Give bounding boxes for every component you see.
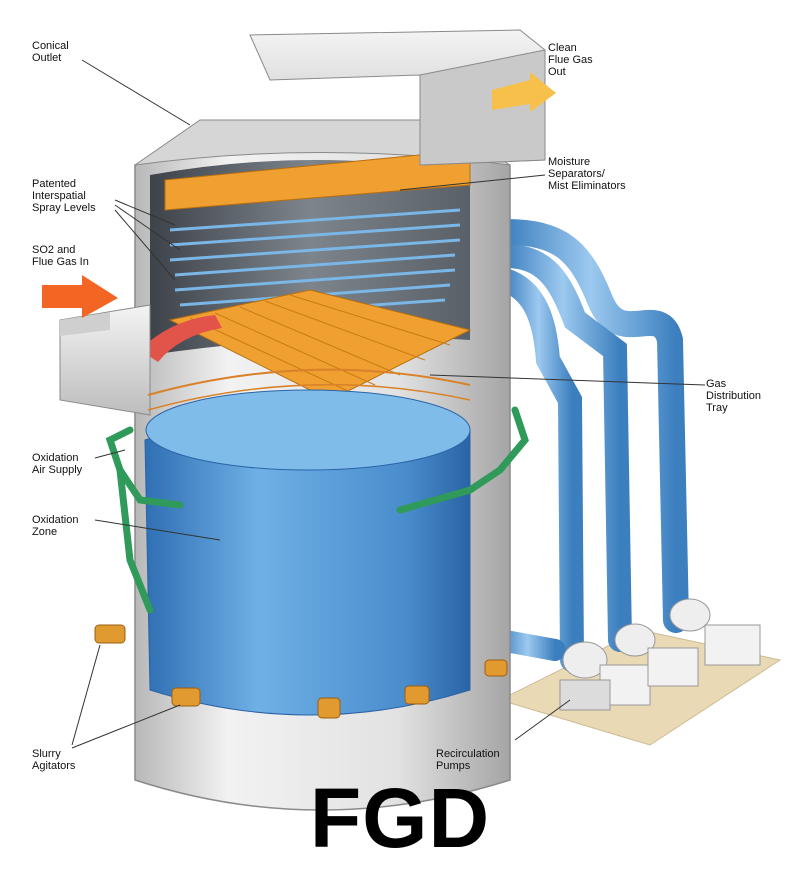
gas-out-arrow (492, 72, 556, 112)
label-recirculation-pumps: Recirculation Pumps (436, 748, 500, 772)
recirculation-pump (614, 623, 699, 687)
conical-outlet (134, 119, 511, 166)
spray-levels (169, 208, 461, 320)
gas-in-arrow (42, 275, 118, 318)
railing (147, 368, 471, 396)
slurry-surface (145, 389, 471, 471)
gas-distribution-tray (168, 289, 472, 401)
inlet-duct-side (60, 312, 110, 336)
recirculation-pump (559, 641, 651, 711)
label-oxidation-air-supply: Oxidation Air Supply (32, 452, 83, 476)
leader-lines (71, 59, 706, 749)
label-slurry-agitators: Slurry Agitators (32, 748, 76, 772)
railing-lower (147, 383, 471, 411)
inlet-ring (140, 315, 222, 362)
label-so2-flue-gas-in: SO2 and Flue Gas In (32, 244, 89, 268)
diagram-title: FGD (309, 771, 491, 865)
label-conical-outlet: Conical Outlet (32, 40, 69, 64)
label-clean-flue-gas-out: Clean Flue Gas Out (548, 42, 593, 78)
label-spray-levels: Patented Interspatial Spray Levels (32, 178, 96, 214)
label-oxidation-zone: Oxidation Zone (32, 514, 79, 538)
cutaway-interior (150, 160, 470, 355)
recirculation-pipes (489, 219, 698, 672)
outlet-duct-opening (419, 49, 546, 166)
recirculation-pump (669, 598, 761, 666)
oxidation-air-pipes (105, 406, 529, 614)
tray-grid (189, 294, 451, 393)
label-moisture-separators: Moisture Separators/ Mist Eliminators (548, 156, 626, 192)
slurry-agitator (94, 624, 508, 719)
mist-eliminator (164, 149, 471, 211)
label-gas-distribution-tray: Gas Distribution Tray (706, 378, 762, 414)
